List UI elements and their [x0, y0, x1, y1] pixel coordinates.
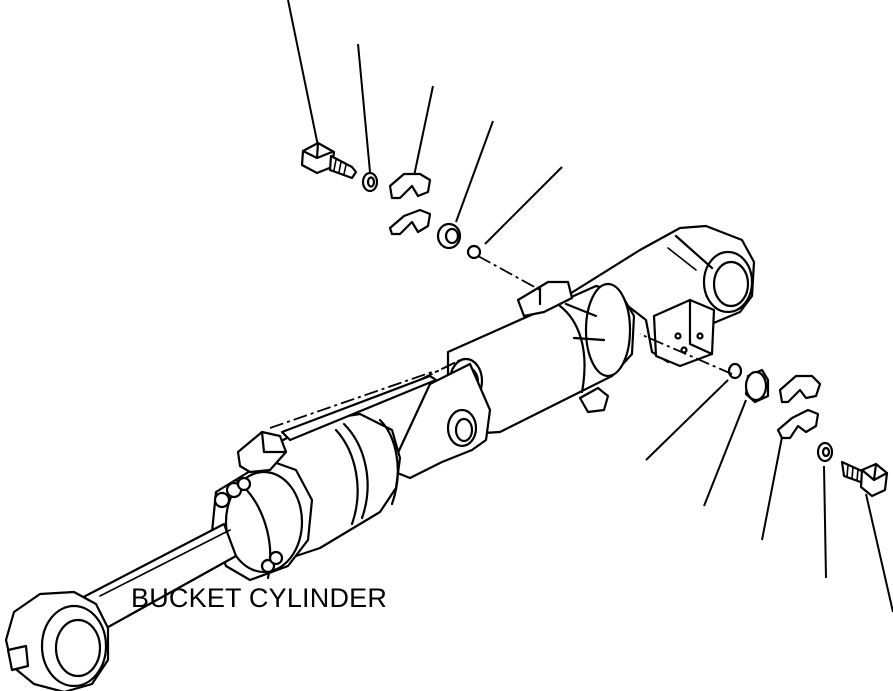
washer-upper	[361, 171, 379, 193]
bolt-lower	[840, 460, 889, 498]
lower-fittings	[727, 362, 889, 498]
cylinder-body	[210, 374, 438, 582]
seal-upper	[436, 222, 462, 250]
split-flange-lower	[776, 374, 822, 440]
rod-end-eye	[4, 590, 110, 691]
bolt-upper	[300, 141, 358, 180]
leader-lines-upper	[287, 0, 563, 245]
washer-lower	[816, 441, 834, 463]
cylinder-head	[446, 224, 756, 436]
rod-gland	[388, 362, 492, 480]
diagram-caption: BUCKET CYLINDER	[131, 583, 388, 613]
o-ring-upper	[466, 244, 482, 260]
leader-lines-lower	[645, 379, 893, 613]
upper-fittings	[300, 141, 482, 260]
o-ring-lower	[727, 362, 743, 380]
split-flange-upper	[388, 172, 432, 236]
seal-lower	[744, 368, 770, 404]
